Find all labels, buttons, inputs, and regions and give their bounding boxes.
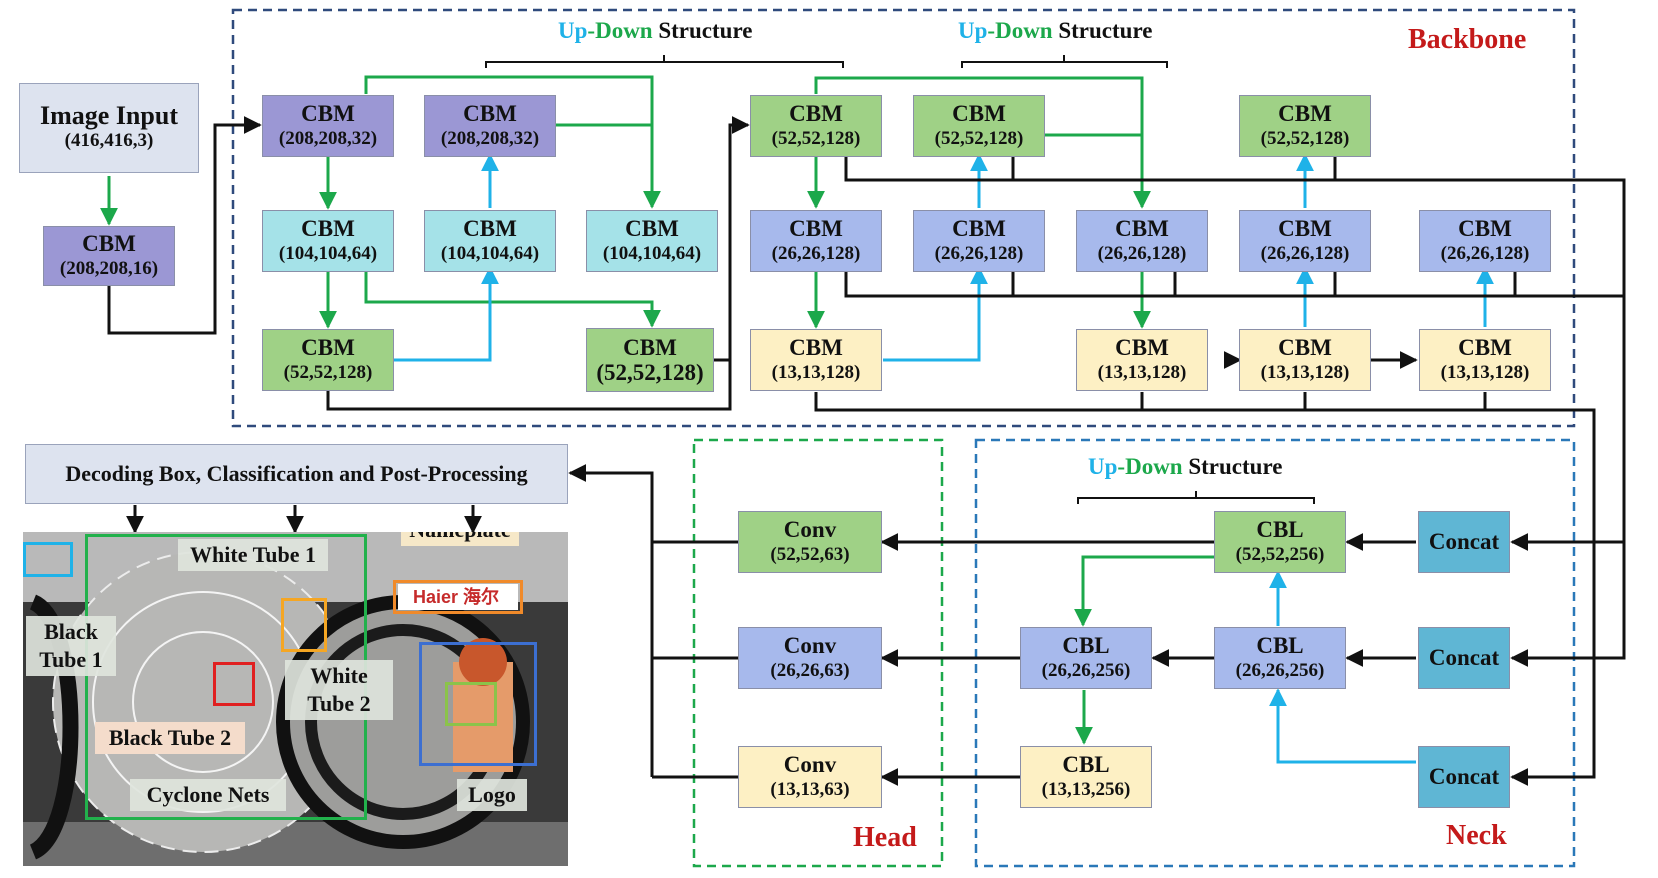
cbm-node-b5: CBM(104,104,64)	[586, 210, 718, 272]
label-cyclone-nets: Cyclone Nets	[130, 779, 286, 811]
bbox-black-tube-1	[23, 542, 73, 577]
bbox-black-tube-2	[213, 662, 255, 706]
label-nameplate: Nameplate	[401, 532, 519, 546]
decoding-box-node: Decoding Box, Classification and Post-Pr…	[25, 444, 568, 504]
wire-b3	[883, 266, 988, 362]
cbm-node-c7: CBM(26,26,128)	[1239, 210, 1371, 272]
cbl-node-n1: CBL(52,52,256)	[1214, 511, 1346, 573]
cbm-node-c10: CBM(13,13,128)	[1076, 329, 1208, 391]
cbm-node-b6: CBM(52,52,128)	[262, 329, 394, 391]
bbox-white-tube-1	[281, 598, 327, 652]
cbm-node-b4: CBM(104,104,64)	[424, 210, 556, 272]
cbm-node-c2: CBM(52,52,128)	[913, 95, 1045, 157]
image-input-node: Image Input(416,416,3)	[19, 83, 199, 173]
conv-node-52: Conv(52,52,63)	[738, 511, 882, 573]
label-logo: Logo	[457, 779, 527, 811]
cbm-node-c6: CBM(26,26,128)	[1076, 210, 1208, 272]
cbm-node-c11: CBM(13,13,128)	[1239, 329, 1371, 391]
bbox-logo	[419, 642, 537, 766]
brace-3	[1077, 491, 1315, 504]
concat-node-2: Concat	[1418, 627, 1510, 689]
cbm-node-c3: CBM(52,52,128)	[1239, 95, 1371, 157]
backbone-region	[231, 8, 1576, 428]
label-black-tube-2: Black Tube 2	[95, 722, 245, 754]
wire-k13	[814, 392, 1596, 786]
head-region	[692, 438, 944, 868]
brace-2	[961, 55, 1168, 68]
backbone-title: Backbone	[1408, 24, 1527, 55]
concat-node-1: Concat	[1418, 511, 1510, 573]
neck-title: Neck	[1446, 820, 1507, 851]
cbm-node-b3: CBM(104,104,64)	[262, 210, 394, 272]
detection-photo: Haier 海尔 White Tube 1 Nameplate BlackTub…	[23, 532, 568, 866]
wire-k9	[844, 272, 1624, 298]
label-white-tube-1: White Tube 1	[178, 539, 328, 571]
wire-k6	[844, 157, 1626, 551]
wire-g6	[364, 272, 661, 328]
conv-node-26: Conv(26,26,63)	[738, 627, 882, 689]
updown-structure-label-2: Up-Down Structure	[958, 18, 1153, 43]
wire-k23	[568, 464, 654, 542]
cbl-node-n3: CBL(26,26,256)	[1214, 627, 1346, 689]
wire-k2	[326, 116, 750, 411]
cbm-node-c5: CBM(26,26,128)	[913, 210, 1045, 272]
cbm-node-c4: CBM(26,26,128)	[750, 210, 882, 272]
wire-k12	[1510, 296, 1626, 667]
neck-region	[974, 438, 1576, 868]
head-title: Head	[853, 822, 917, 853]
updown-structure-label-1: Up-Down Structure	[558, 18, 753, 43]
cbm-node-c12: CBM(13,13,128)	[1419, 329, 1551, 391]
bbox-nameplate	[393, 580, 523, 614]
bbox-white-tube-2	[445, 682, 497, 726]
brace-1	[485, 55, 844, 68]
wire-g12	[1074, 555, 1214, 627]
updown-structure-label-3: Up-Down Structure	[1088, 454, 1283, 479]
cbm-node-c1: CBM(52,52,128)	[750, 95, 882, 157]
conv-node-13: Conv(13,13,63)	[738, 746, 882, 808]
cbm-208-16-node: CBM(208,208,16)	[43, 226, 175, 286]
cbm-node-c9: CBM(13,13,128)	[750, 329, 882, 391]
cbl-node-n2: CBL(26,26,256)	[1020, 627, 1152, 689]
wire-g7	[814, 76, 1151, 209]
cbl-node-n4: CBL(13,13,256)	[1020, 746, 1152, 808]
wire-b1	[394, 266, 499, 362]
cbm-node-b7: CBM(52,52,128)	[586, 328, 714, 392]
concat-node-3: Concat	[1418, 746, 1510, 808]
wire-k1	[107, 116, 262, 335]
wire-b9	[1269, 688, 1416, 764]
cbm-node-b1: CBM(208,208,32)	[262, 95, 394, 157]
cbm-node-b2: CBM(208,208,32)	[424, 95, 556, 157]
wire-g4	[364, 75, 661, 209]
cbm-node-c8: CBM(26,26,128)	[1419, 210, 1551, 272]
brand-text: Haier 海尔	[413, 586, 499, 607]
